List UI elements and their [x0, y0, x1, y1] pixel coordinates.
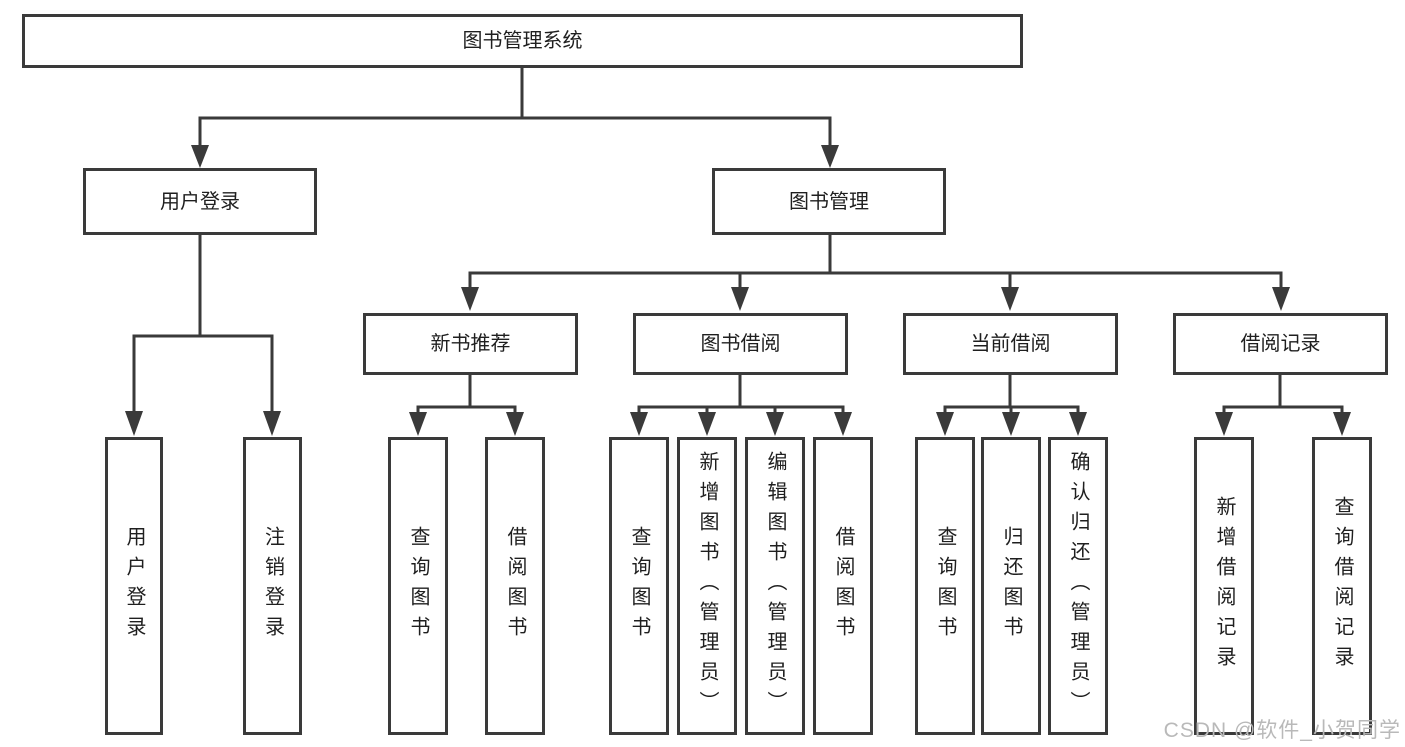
leaf-label: 新增借阅记录 [1213, 496, 1235, 676]
leaf-edit-books-admin: 编辑图书（管理员） [745, 437, 805, 735]
leaf-borrow-books: 借阅图书 [813, 437, 873, 735]
leaf-confirm-return-admin: 确认归还（管理员） [1048, 437, 1108, 735]
node-book-management: 图书管理 [712, 168, 946, 235]
leaf-label: 查询借阅记录 [1331, 496, 1353, 676]
csdn-watermark: CSDN @软件_小贺同学 [1163, 719, 1401, 742]
leaf-query-borrow-record: 查询借阅记录 [1312, 437, 1372, 735]
leaf-label: 借阅图书 [832, 526, 854, 646]
leaf-add-borrow-record: 新增借阅记录 [1194, 437, 1254, 735]
leaf-label: 查询图书 [628, 526, 650, 646]
leaf-logout: 注销登录 [243, 437, 302, 735]
leaf-borrow-books-recommend: 借阅图书 [485, 437, 545, 735]
node-new-book-recommend: 新书推荐 [363, 313, 578, 375]
leaf-query-books-recommend: 查询图书 [388, 437, 448, 735]
node-book-borrow: 图书借阅 [633, 313, 848, 375]
leaf-label: 借阅图书 [504, 526, 526, 646]
leaf-add-books-admin: 新增图书（管理员） [677, 437, 737, 735]
leaf-return-books: 归还图书 [981, 437, 1041, 735]
leaf-label: 用户登录 [123, 526, 145, 646]
leaf-label: 编辑图书（管理员） [764, 451, 786, 721]
leaf-query-books-current: 查询图书 [915, 437, 975, 735]
node-borrow-record: 借阅记录 [1173, 313, 1388, 375]
leaf-label: 查询图书 [934, 526, 956, 646]
leaf-label: 新增图书（管理员） [696, 451, 718, 721]
leaf-label: 归还图书 [1000, 526, 1022, 646]
leaf-label: 查询图书 [407, 526, 429, 646]
leaf-label: 确认归还（管理员） [1067, 451, 1089, 721]
node-user-login: 用户登录 [83, 168, 317, 235]
leaf-label: 注销登录 [261, 526, 284, 646]
leaf-user-login: 用户登录 [105, 437, 163, 735]
node-current-borrow: 当前借阅 [903, 313, 1118, 375]
node-root: 图书管理系统 [22, 14, 1023, 68]
leaf-query-books-borrow: 查询图书 [609, 437, 669, 735]
